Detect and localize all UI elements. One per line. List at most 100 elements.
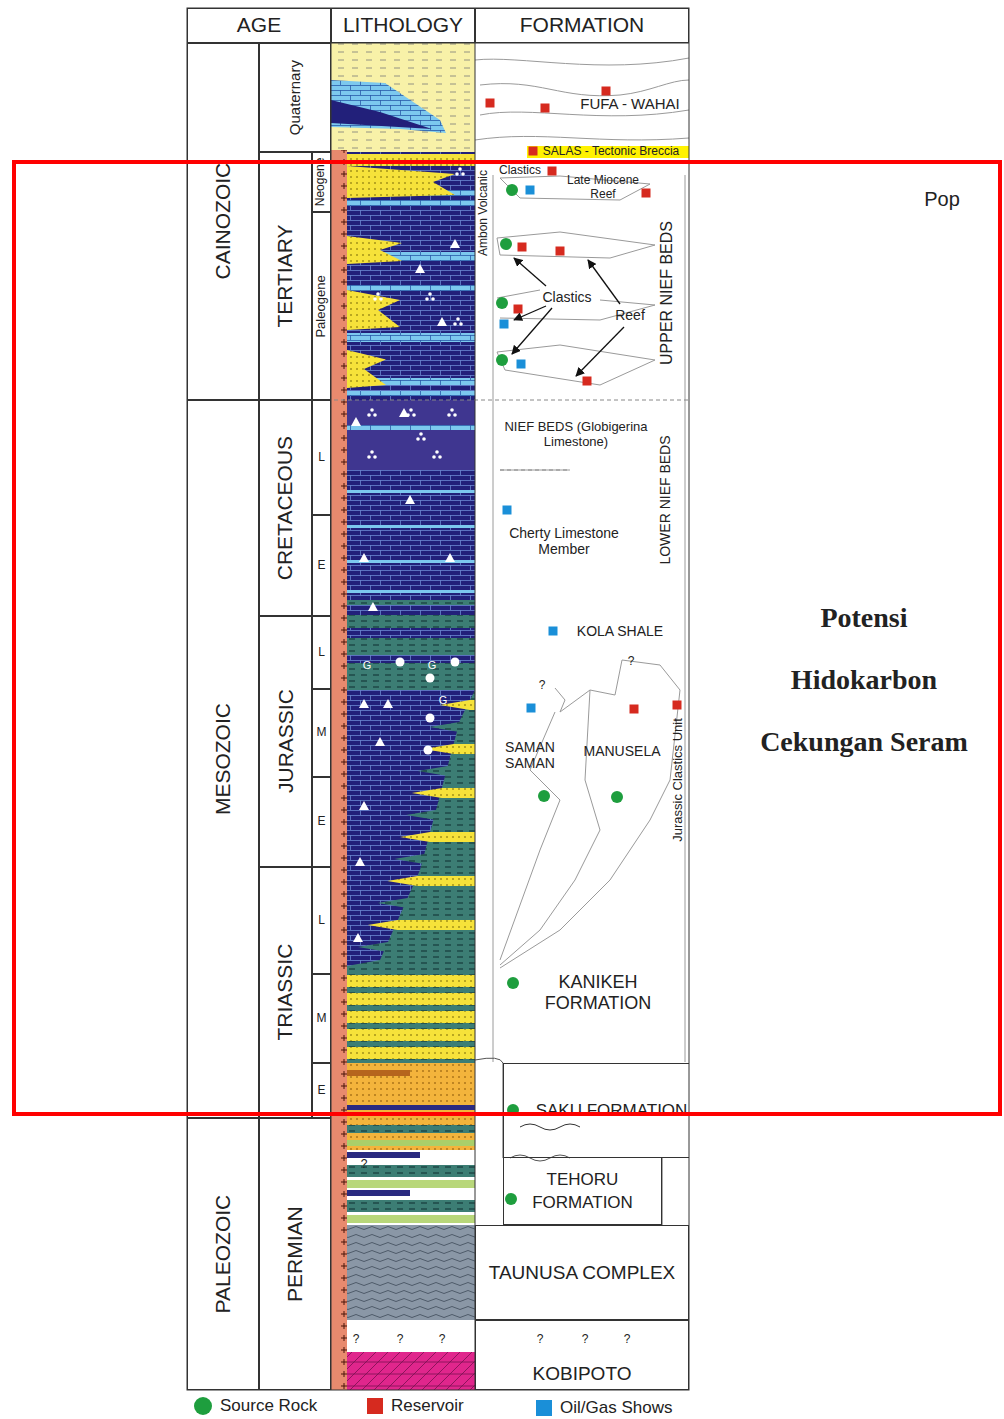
formation-label: ? xyxy=(624,1333,631,1347)
reservoir-marker xyxy=(630,705,639,714)
cell-label: M xyxy=(317,726,327,740)
reservoir-marker xyxy=(514,305,523,314)
rock-layer xyxy=(347,1011,475,1023)
fossil-symbol xyxy=(432,455,436,459)
formation-label: KOLA SHALE xyxy=(577,623,663,639)
fossil-symbol xyxy=(459,322,463,326)
cell-label: E xyxy=(317,815,325,829)
cell-label: L xyxy=(318,451,325,465)
rock-layer xyxy=(347,490,475,493)
cell-label: AGE xyxy=(237,13,281,37)
formation-label: ? xyxy=(582,1333,589,1347)
formation-label: LOWER NIEF BEDS xyxy=(657,435,673,564)
legend-item: Source Rock xyxy=(194,1396,317,1416)
chert-symbol xyxy=(375,737,385,746)
source-marker xyxy=(505,1193,517,1205)
highlight-region: PopPotensi Hidokarbon Cekungan Seram xyxy=(12,160,1002,1116)
age-cell: TERTIARY xyxy=(259,152,312,400)
chert-symbol xyxy=(415,264,425,273)
show-marker xyxy=(503,506,512,515)
formation-boundary xyxy=(500,470,570,471)
age-cell: E xyxy=(312,1063,331,1118)
fossil-symbol xyxy=(367,455,371,459)
alluvium-layer xyxy=(331,43,475,152)
rock-layer xyxy=(347,400,475,470)
fossil-symbol xyxy=(456,317,460,321)
reservoir-marker xyxy=(548,167,557,176)
chert-symbol xyxy=(359,699,369,708)
source-marker xyxy=(507,977,519,989)
fossil-symbol xyxy=(370,408,374,412)
rock-layer xyxy=(347,975,475,987)
source-marker xyxy=(500,238,512,250)
reservoir-marker xyxy=(642,189,651,198)
cell-label: L xyxy=(318,914,325,928)
age-label: Neogene xyxy=(315,158,329,207)
rock-finger xyxy=(394,854,475,864)
fossil-symbol xyxy=(438,455,442,459)
fossil-symbol xyxy=(450,408,454,412)
rock-finger xyxy=(424,744,475,754)
rock-layer xyxy=(347,1063,475,1150)
rock-layer xyxy=(347,1047,475,1059)
ooid-symbol xyxy=(426,714,435,723)
rock-layer xyxy=(347,1125,475,1133)
rock-layer xyxy=(347,152,475,400)
rock-finger xyxy=(406,810,475,820)
fossil-symbol xyxy=(458,167,462,171)
rock-layer xyxy=(347,690,475,975)
formation-label: KANIKEH FORMATION xyxy=(528,972,668,1013)
reservoir-marker xyxy=(556,247,565,256)
source-marker xyxy=(538,790,550,802)
fossil-symbol xyxy=(435,450,439,454)
formation-cell: KOBIPOTO xyxy=(475,1320,689,1390)
legend-text: Source Rock xyxy=(220,1396,317,1416)
show-marker xyxy=(526,186,535,195)
rock-layer xyxy=(347,1140,475,1146)
age-label: CRETACEOUS xyxy=(273,436,297,580)
rock-layer xyxy=(347,1225,475,1320)
pointer-arrow xyxy=(514,306,546,320)
formation-label: ? xyxy=(353,1333,360,1347)
fossil-symbol xyxy=(412,413,416,417)
legend-text: Oil/Gas Shows xyxy=(560,1398,672,1418)
rock-layer xyxy=(347,1150,475,1225)
ooid-symbol xyxy=(426,674,435,683)
rock-layer xyxy=(347,987,475,993)
fossil-symbol xyxy=(406,413,410,417)
legend-swatch xyxy=(367,1398,383,1414)
formation-label: NIEF BEDS (Globigerina Limestone) xyxy=(489,420,664,450)
pointer-arrow xyxy=(576,327,624,376)
fossil-symbol xyxy=(431,297,435,301)
formation-label: Jurassic Clastics Unit xyxy=(671,718,686,842)
age-cell: M xyxy=(312,689,331,777)
fossil-symbol xyxy=(453,322,457,326)
rock-wedge xyxy=(347,290,400,330)
formation-cell: TAUNUSA COMPLEX xyxy=(475,1225,689,1320)
formation-label: ? xyxy=(628,655,635,669)
formation-label: MANUSELA xyxy=(583,743,660,759)
reservoir-marker xyxy=(518,243,527,252)
formation-label: ? xyxy=(361,1158,368,1172)
cell-label: M xyxy=(317,1012,327,1026)
age-cell: PALEOZOIC xyxy=(187,1118,259,1390)
rock-layer xyxy=(347,993,475,1005)
formation-label: ? xyxy=(537,1333,544,1347)
formation-boundary xyxy=(500,712,560,960)
show-marker xyxy=(549,627,558,636)
rock-finger xyxy=(429,722,475,732)
formation-cell: SAKU FORMATION xyxy=(503,1063,689,1158)
fossil-symbol xyxy=(367,413,371,417)
age-label: JURASSIC xyxy=(273,690,297,794)
age-cell: E xyxy=(312,515,331,616)
rock-layer xyxy=(347,333,475,342)
formation-boundary xyxy=(480,80,689,96)
breccia-band xyxy=(527,146,689,158)
header-cell: AGE xyxy=(187,8,331,43)
fossil-symbol xyxy=(379,297,383,301)
glauconite-symbol: G xyxy=(363,659,372,672)
header-cell: LITHOLOGY xyxy=(331,8,475,43)
rock-layer xyxy=(347,628,475,638)
cell-label: FORMATION xyxy=(520,13,644,37)
rock-wedge xyxy=(331,80,446,133)
